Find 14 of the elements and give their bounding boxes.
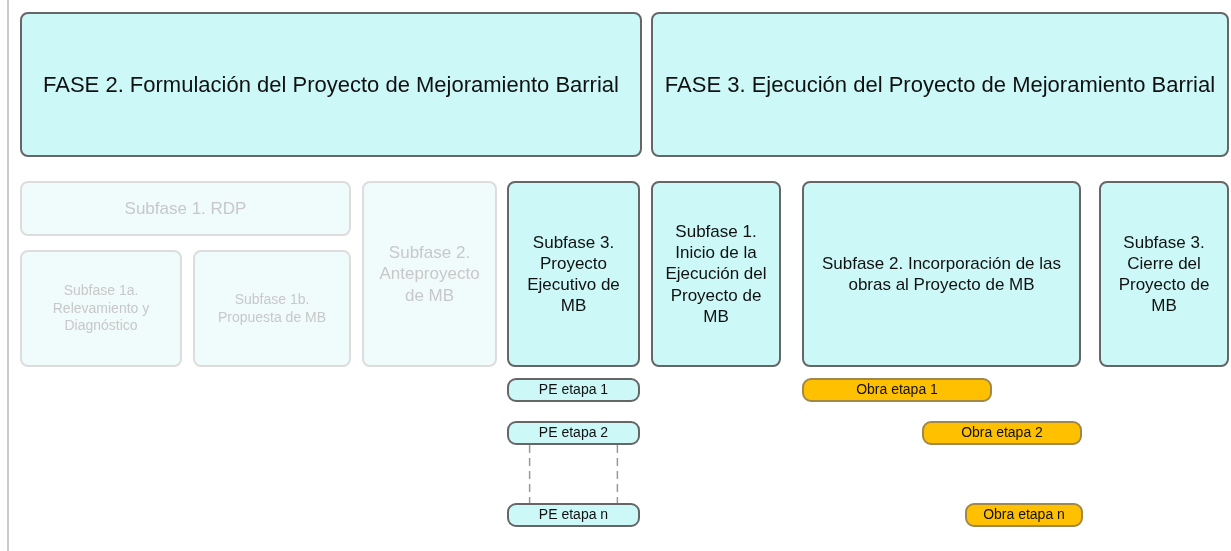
connector-line bbox=[528, 444, 531, 504]
stage-box: Obra etapa n bbox=[965, 503, 1083, 527]
phase-box: FASE 2. Formulación del Proyecto de Mejoramiento Barrial bbox=[20, 12, 642, 157]
subphase-box: Subfase 3. Cierre del Proyecto de MB bbox=[1099, 181, 1229, 367]
subphase-box: Subfase 2. Incorporación de las obras al Proyecto de MB bbox=[802, 181, 1081, 367]
subphase-box: Subfase 3. Proyecto Ejecutivo de MB bbox=[507, 181, 640, 367]
connector-line bbox=[616, 444, 619, 504]
stage-box: PE etapa 2 bbox=[507, 421, 640, 445]
subphase-box: Subfase 1. Inicio de la Ejecución del Proyecto de MB bbox=[651, 181, 781, 367]
stage-box: PE etapa 1 bbox=[507, 378, 640, 402]
stage-box: PE etapa n bbox=[507, 503, 640, 527]
phase-box: FASE 3. Ejecución del Proyecto de Mejoramiento Barrial bbox=[651, 12, 1229, 157]
stage-box: Obra etapa 2 bbox=[922, 421, 1082, 445]
stage-box: Obra etapa 1 bbox=[802, 378, 992, 402]
